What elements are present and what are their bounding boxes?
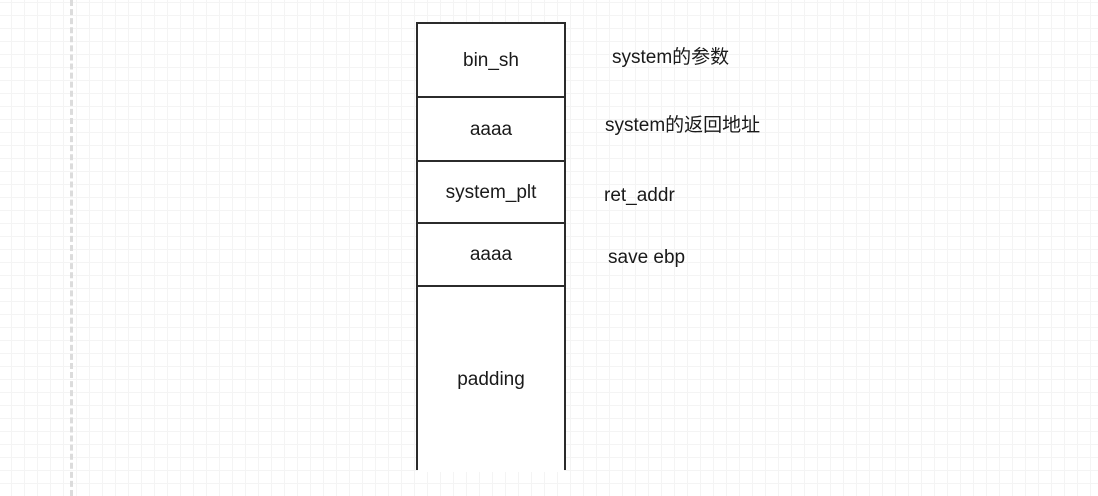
annotation-save-ebp: save ebp xyxy=(608,247,686,268)
stack-cell-bin-sh[interactable]: bin_sh xyxy=(418,24,564,98)
stack-cell-aaaa-1[interactable]: aaaa xyxy=(418,98,564,162)
page-margin-guide xyxy=(70,0,73,496)
stack-cell-label: aaaa xyxy=(469,244,513,265)
stack-cell-label: padding xyxy=(457,369,525,390)
stack-cell-padding[interactable]: padding xyxy=(418,287,564,472)
stack-cell-label: aaaa xyxy=(469,118,513,140)
stack-cell-aaaa-2[interactable]: aaaa xyxy=(418,224,564,287)
stack-cell-label: system_plt xyxy=(445,181,537,203)
annotation-ret-addr: ret_addr xyxy=(604,185,675,206)
annotation-system-return-address: system的返回地址 xyxy=(605,115,761,136)
annotation-system-argument: system的参数 xyxy=(612,47,730,68)
stack-frame: bin_sh aaaa system_plt aaaa padding xyxy=(416,22,566,472)
stack-cell-label: bin_sh xyxy=(463,49,519,71)
stack-cell-system-plt[interactable]: system_plt xyxy=(418,162,564,224)
